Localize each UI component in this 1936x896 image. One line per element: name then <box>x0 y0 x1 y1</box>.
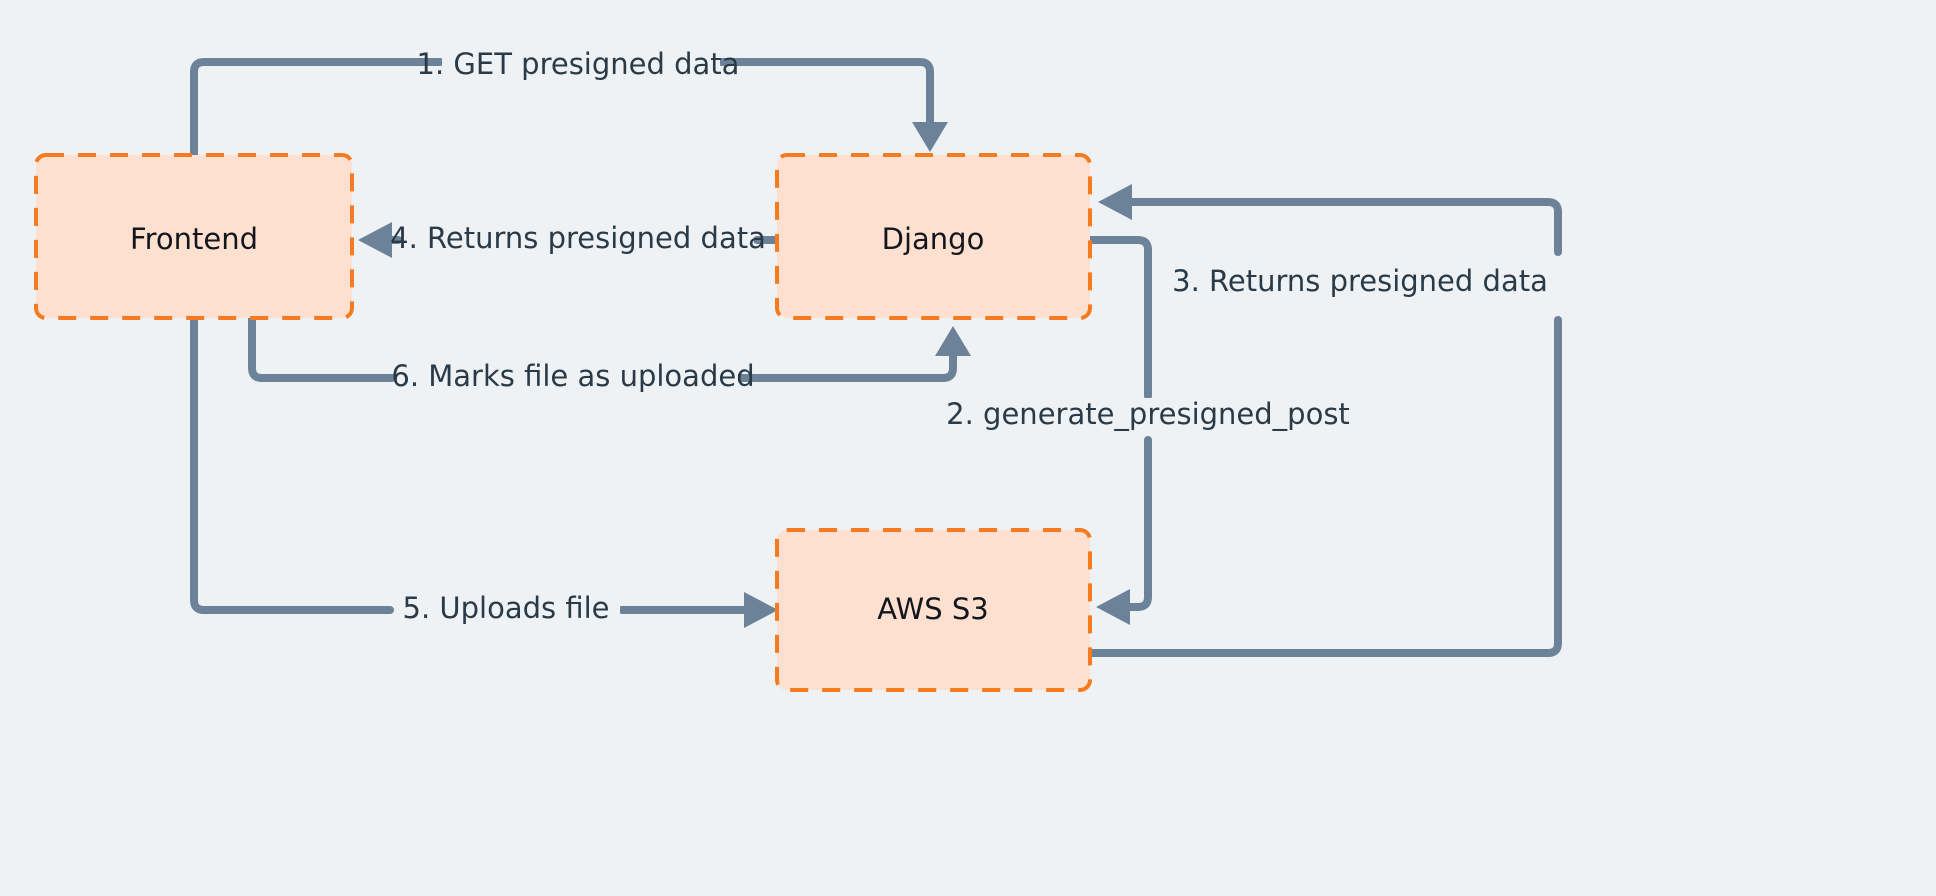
node-aws-s3-label: AWS S3 <box>877 592 988 626</box>
edge-2-label: 2. generate_presigned_post <box>946 397 1350 431</box>
edge-3-line-bottom <box>1086 316 1562 657</box>
node-django-box[interactable] <box>775 153 1092 320</box>
edge-1-get-presigned-data: 1. GET presigned data <box>190 46 948 159</box>
node-django[interactable]: Django <box>775 153 1092 320</box>
node-frontend-label: Frontend <box>130 222 258 256</box>
node-aws-s3-box[interactable] <box>775 528 1092 692</box>
node-aws-s3[interactable]: AWS S3 <box>775 528 1092 692</box>
edge-4-label-bg <box>404 222 754 258</box>
edge-3-arrowhead <box>1098 184 1132 220</box>
node-frontend[interactable]: Frontend <box>34 153 354 320</box>
edge-2-line-top <box>1086 236 1152 400</box>
edge-6-line-right <box>734 348 957 382</box>
edge-5-line-left <box>190 314 394 614</box>
edge-3-line-top <box>1128 198 1562 256</box>
edge-5-label: 5. Uploads file <box>403 591 610 625</box>
edge-6-arrowhead <box>935 326 971 356</box>
node-frontend-box[interactable] <box>34 153 354 320</box>
edge-6-line-left <box>248 314 396 382</box>
edge-3-label-bg <box>1188 264 1534 302</box>
edge-6-label-bg <box>396 360 738 396</box>
edge-4-label: 4. Returns presigned data <box>390 221 766 255</box>
edge-1-line-right <box>718 58 934 132</box>
edge-1-arrowhead <box>912 122 948 152</box>
edge-1-label-bg <box>442 46 720 80</box>
edge-4-returns-presigned-data: 4. Returns presigned data <box>358 221 781 258</box>
edge-1-line <box>190 58 444 159</box>
edge-2-arrowhead <box>1096 589 1130 625</box>
edge-1-label: 1. GET presigned data <box>417 47 740 81</box>
edge-6-label: 6. Marks file as uploaded <box>391 359 754 393</box>
edge-3-label: 3. Returns presigned data <box>1172 264 1548 298</box>
edge-5-label-bg <box>394 592 620 628</box>
edge-3-returns-presigned-data: 3. Returns presigned data <box>1086 184 1562 657</box>
edge-2-generate-presigned-post: 2. generate_presigned_post <box>946 236 1350 625</box>
edge-2-label-bg <box>966 398 1332 436</box>
edge-6-marks-file-as-uploaded: 6. Marks file as uploaded <box>248 314 971 396</box>
edge-2-line-bottom <box>1124 436 1152 611</box>
edge-5-uploads-file: 5. Uploads file <box>190 314 778 628</box>
edge-4-arrowhead <box>358 222 392 258</box>
edge-5-arrowhead <box>744 592 778 628</box>
node-django-label: Django <box>882 222 985 256</box>
